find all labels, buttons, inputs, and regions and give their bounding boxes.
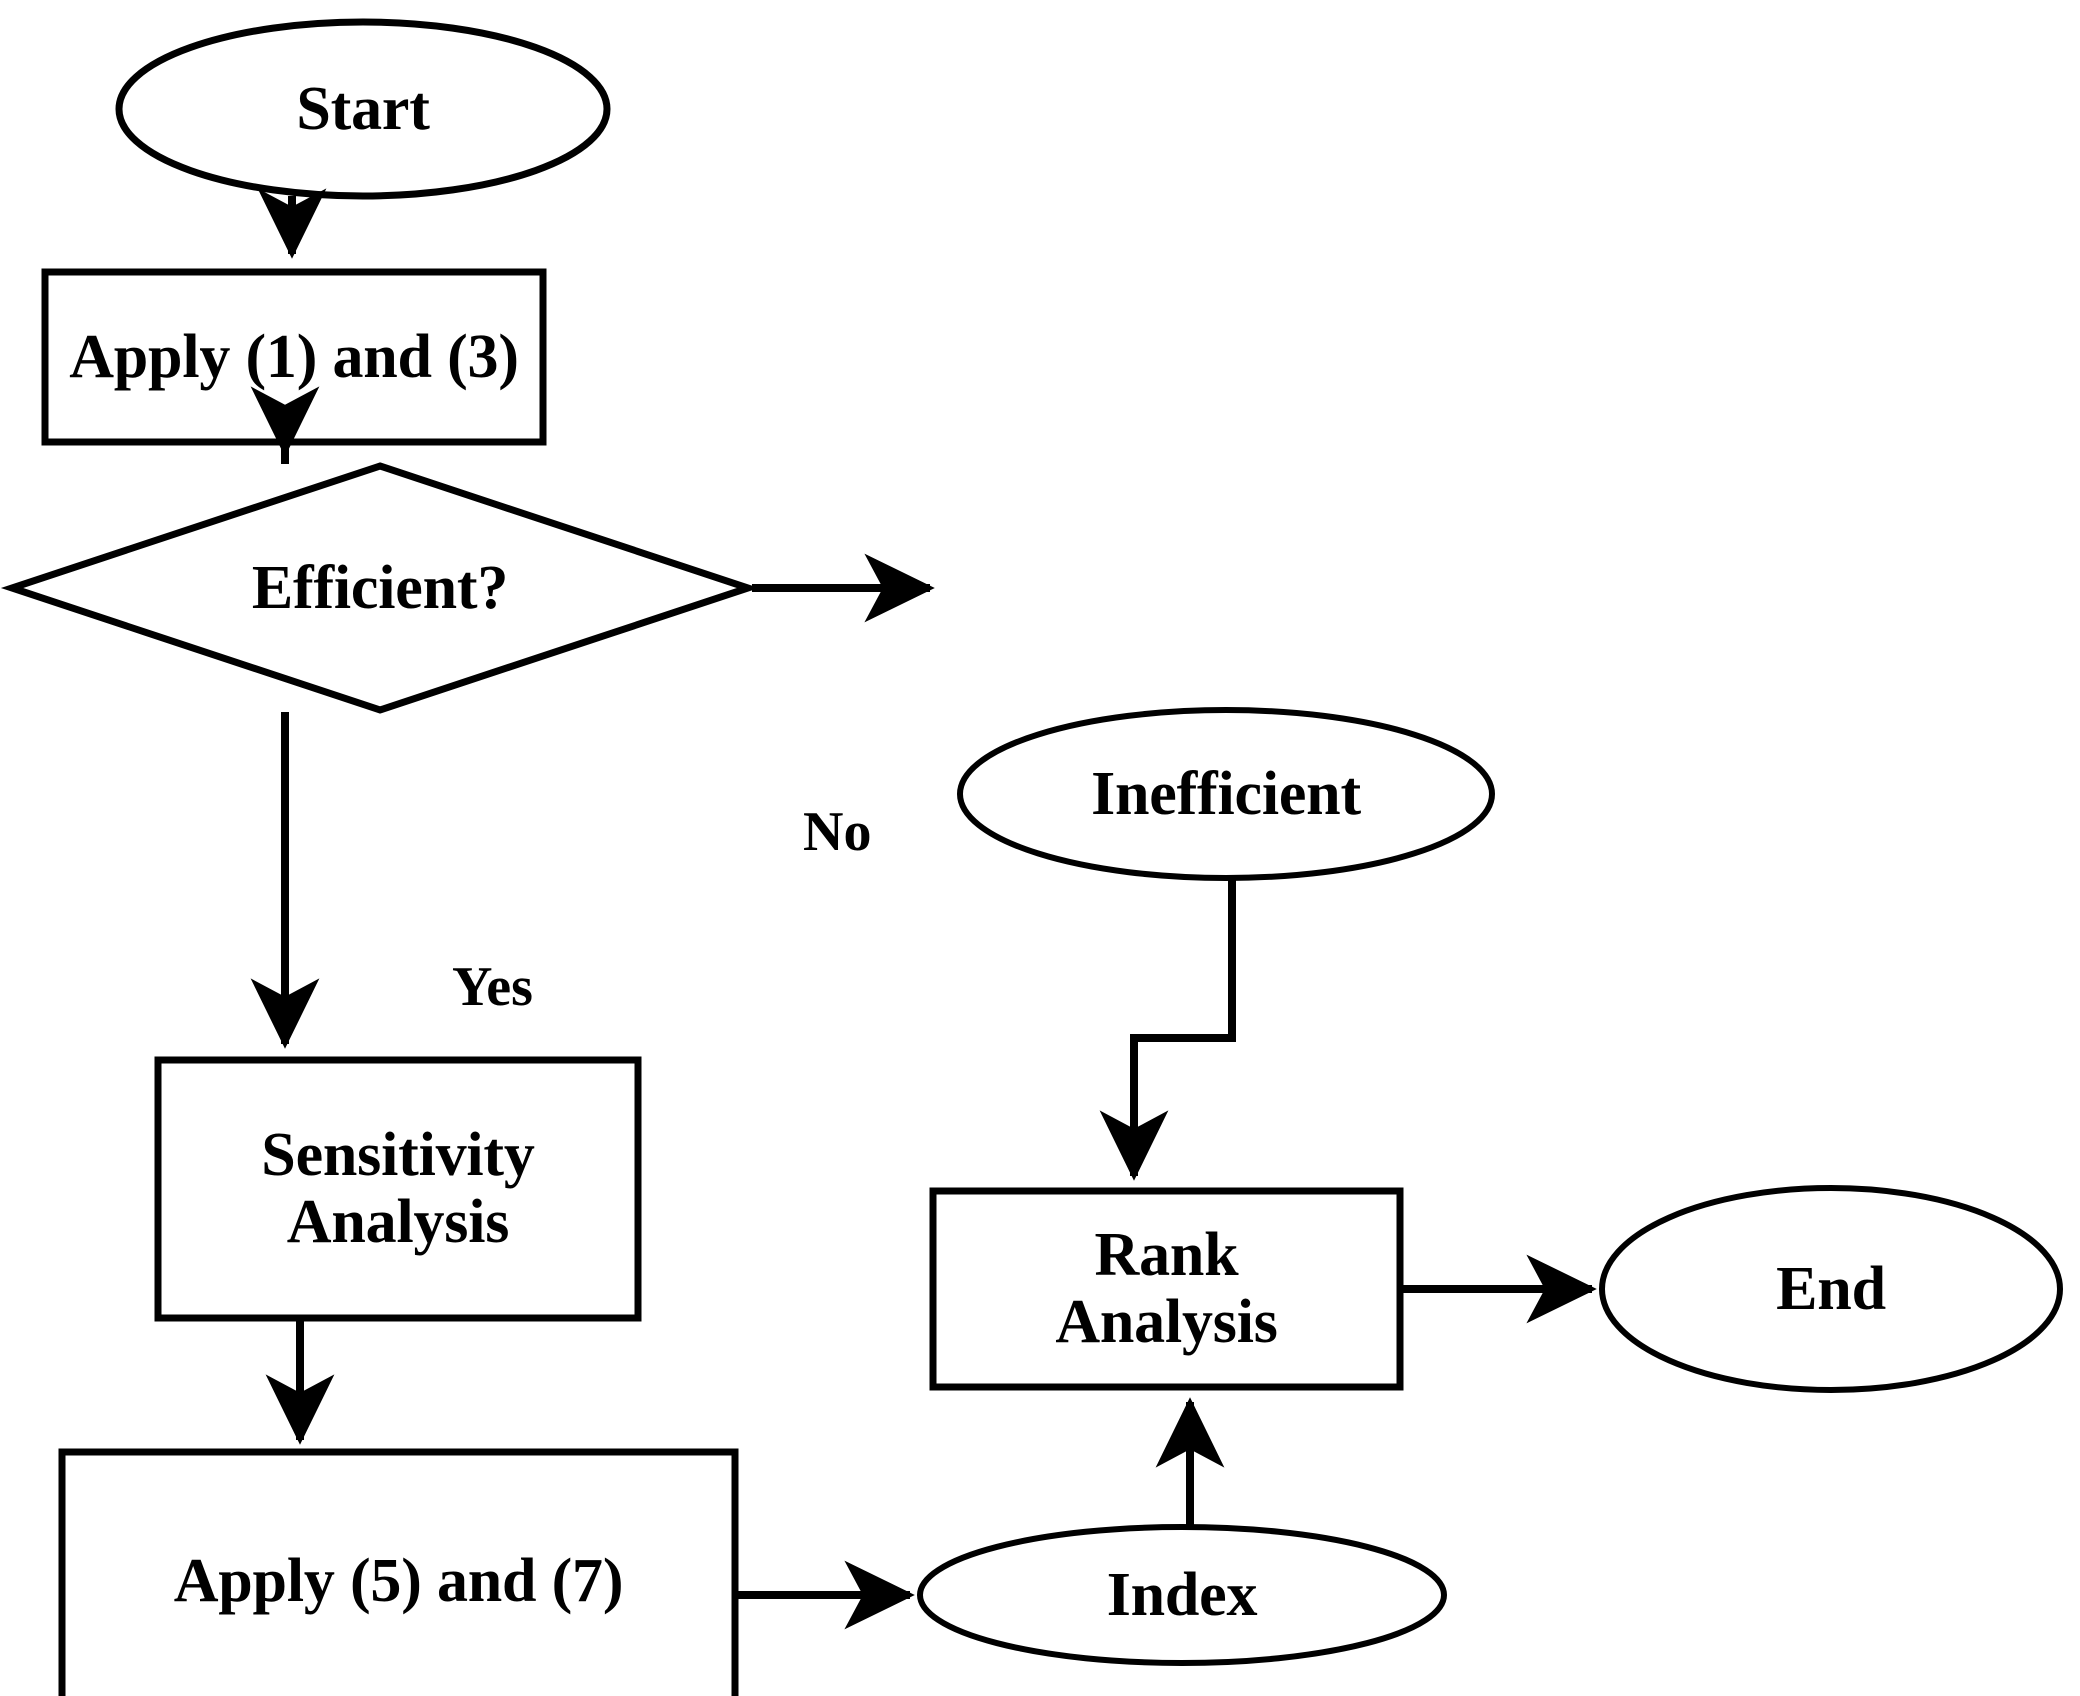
node-start-shape[interactable] — [115, 18, 611, 200]
node-rank-shape[interactable] — [929, 1187, 1404, 1391]
edge-label-no: No — [803, 801, 872, 863]
node-inefficient-shape[interactable] — [957, 707, 1495, 881]
edge-inefficient-to-rank — [1099, 880, 1236, 1181]
node-efficient-shape[interactable] — [0, 462, 760, 714]
node-index-shape[interactable] — [917, 1524, 1447, 1666]
node-apply13-shape[interactable] — [41, 268, 547, 446]
node-end-shape[interactable] — [1599, 1185, 2063, 1393]
node-apply57-shape[interactable] — [58, 1448, 739, 1696]
edge-label-yes: Yes — [452, 956, 533, 1018]
node-sensitivity-shape[interactable] — [154, 1056, 642, 1322]
